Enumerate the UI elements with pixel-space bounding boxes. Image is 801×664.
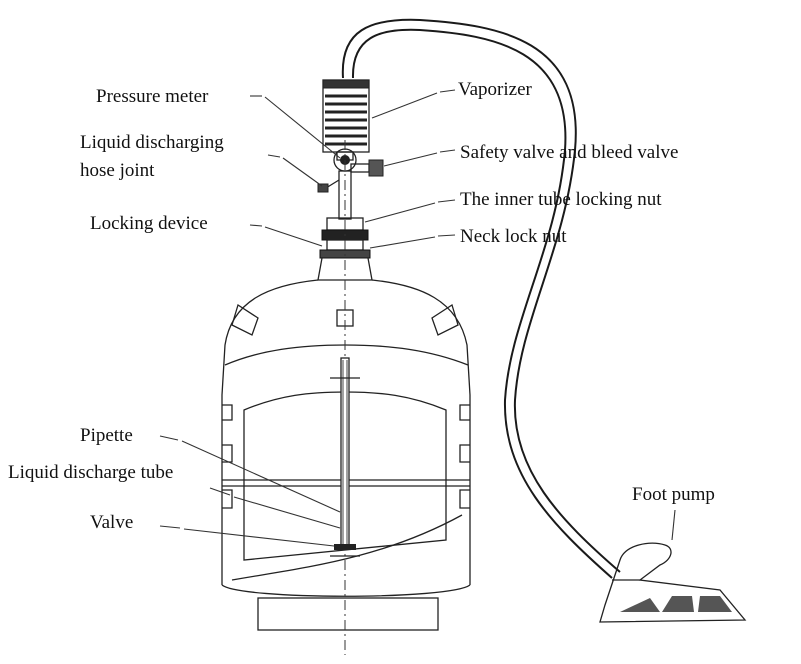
label-pipette: Pipette [80, 425, 133, 446]
label-inner-tube-locking-nut: The inner tube locking nut [460, 189, 662, 210]
foot-pump [599, 542, 747, 623]
pipette [330, 357, 360, 557]
label-valve: Valve [90, 512, 133, 533]
label-pressure-meter: Pressure meter [96, 86, 209, 107]
vaporizer-coil [322, 79, 370, 161]
label-vaporizer: Vaporizer [458, 79, 533, 100]
label-liquid-discharging-line2: hose joint [80, 160, 155, 181]
tank-body [221, 257, 471, 631]
label-neck-lock-nut: Neck lock nut [460, 226, 567, 247]
label-liquid-discharging-line1: Liquid discharging [80, 132, 224, 153]
label-safety-valve: Safety valve and bleed valve [460, 142, 678, 163]
leader-lines [159, 89, 676, 547]
label-locking-device: Locking device [90, 213, 208, 234]
label-foot-pump: Foot pump [632, 484, 715, 505]
label-liquid-discharge-tube: Liquid discharge tube [8, 462, 173, 483]
hose [341, 18, 621, 573]
